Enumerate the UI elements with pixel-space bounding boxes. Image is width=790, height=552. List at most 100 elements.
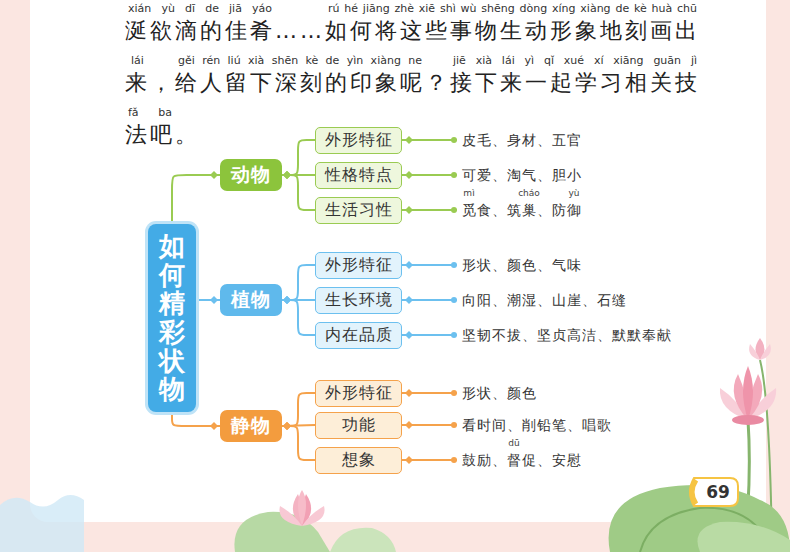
connector-dot [451,137,457,143]
pinyin: cháo [518,188,540,198]
connector-dot [451,262,457,268]
category-label: 动物 [231,162,271,188]
pinyin: mì [463,188,474,198]
connector-dot [451,457,457,463]
paragraph-line: xián yù dī de jiā yáo涎欲滴的佳肴……rú hé jiāng… [125,2,700,46]
connector-dot [283,296,291,304]
annotated-segment: rú hé jiāng zhè xiē shì wù shēng dòng xí… [325,2,700,46]
page-card [30,0,766,522]
connector-dot [451,332,457,338]
aspect-box: 外形特征 [315,380,402,407]
connector-dot [210,171,218,179]
example-words: 形状、颜色 [462,384,537,402]
connector-dot [405,296,413,304]
category-label: 植物 [231,287,271,313]
example-words: 鼓励、督促、安慰 [462,451,582,469]
paragraph-line: fǎ ba法吧。 [125,106,200,150]
connector [282,393,315,426]
pinyin: gěi rén liú xià shēn kè de yìn xiàng ne [175,54,425,68]
connector-dot [210,296,218,304]
pinyin: dū [508,438,519,448]
paragraph-text: 来， [125,68,175,98]
example-text: 坚韧不拔、坚贞高洁、默默奉献 [460,325,676,345]
annotated-segment: xián yù dī de jiā yáo涎欲滴的佳肴…… [125,2,325,46]
category-box: 静物 [220,410,282,442]
connector-dot [451,172,457,178]
paragraph-text: 如何将这些事物生动形象地刻画出 [325,16,700,46]
category-label: 静物 [231,413,271,439]
category-box: 动物 [220,159,282,191]
page-number-tab [690,478,738,506]
aspect-label: 外形特征 [325,255,393,276]
aspect-box: 性格特点 [315,162,402,189]
pinyin: jiē xià lái yì qǐ xué xí xiāng guān jì [450,54,700,68]
aspect-label: 想象 [342,450,376,471]
category-box: 植物 [220,284,282,316]
connector-dot [283,422,291,430]
connector [282,426,315,460]
example-words: 坚韧不拔、坚贞高洁、默默奉献 [462,326,672,344]
root-title: 如何精彩状物 [159,232,185,404]
example-text: 看时间、削铅笔、唱歌 [460,415,616,435]
page-number-curl [692,480,696,504]
connector-dot [283,422,291,430]
connector-dot [283,171,291,179]
pinyin: xián yù dī de jiā yáo [125,2,275,16]
aspect-box: 内在品质 [315,322,402,349]
connector [282,140,315,175]
connector-dot [451,297,457,303]
aspect-label: 内在品质 [325,325,393,346]
aspect-label: 外形特征 [325,383,393,404]
aspect-box: 想象 [315,447,402,474]
annotated-segment: fǎ ba法吧。 [125,106,200,150]
aspect-label: 外形特征 [325,130,393,151]
connector [282,265,315,300]
paragraph-text: 接下来一起学习相关技 [450,68,700,98]
connector-dot [405,171,413,179]
wave-decoration [0,495,84,552]
pinyin: yù [568,188,579,198]
pinyin: lái [125,54,150,68]
example-text: mìcháoyù觅食、筑巢、防御 [460,200,586,220]
paragraph-text: 涎欲滴的佳肴…… [125,16,325,46]
pinyin: rú hé jiāng zhè xiē shì wù shēng dòng xí… [325,2,700,16]
connector-dot [405,456,413,464]
example-words: 可爱、淘气、胆小 [462,166,582,184]
connector-dot [405,421,413,429]
lotus-plant-right [609,338,790,552]
annotated-segment: lái来， [125,54,175,98]
connector-dot [405,206,413,214]
aspect-label: 生长环境 [325,290,393,311]
connector-dot [283,171,291,179]
example-text: 形状、颜色 [460,383,541,403]
connector-dot [283,422,291,430]
connector-dot [451,390,457,396]
paragraph-text: 给人留下深刻的印象呢？ [175,68,450,98]
connector [282,300,315,335]
connector-dot [405,331,413,339]
example-words: 觅食、筑巢、防御 [462,201,582,219]
example-text: 向阳、潮湿、山崖、石缝 [460,290,631,310]
paragraph-line: lái来，gěi rén liú xià shēn kè de yìn xiàn… [125,54,700,98]
aspect-box: 功能 [315,412,402,439]
lotus-flower-small [279,490,324,526]
page-number: 69 [700,481,736,503]
connector-dot [210,422,218,430]
connector-dot [405,136,413,144]
example-words: 向阳、潮湿、山崖、石缝 [462,291,627,309]
connector [282,175,315,210]
connector-dot [283,296,291,304]
aspect-box: 外形特征 [315,252,402,279]
annotated-segment: gěi rén liú xià shēn kè de yìn xiàng ne给… [175,54,450,98]
connector-dot [451,422,457,428]
example-words: 看时间、削铅笔、唱歌 [462,416,612,434]
connector [172,175,220,224]
annotated-segment: jiē xià lái yì qǐ xué xí xiāng guān jì接下… [450,54,700,98]
root-box: 如何精彩状物 [148,224,196,412]
example-words: 皮毛、身材、五官 [462,131,582,149]
aspect-label: 性格特点 [325,165,393,186]
aspect-box: 外形特征 [315,127,402,154]
example-text: 皮毛、身材、五官 [460,130,586,150]
connector-dot [405,261,413,269]
